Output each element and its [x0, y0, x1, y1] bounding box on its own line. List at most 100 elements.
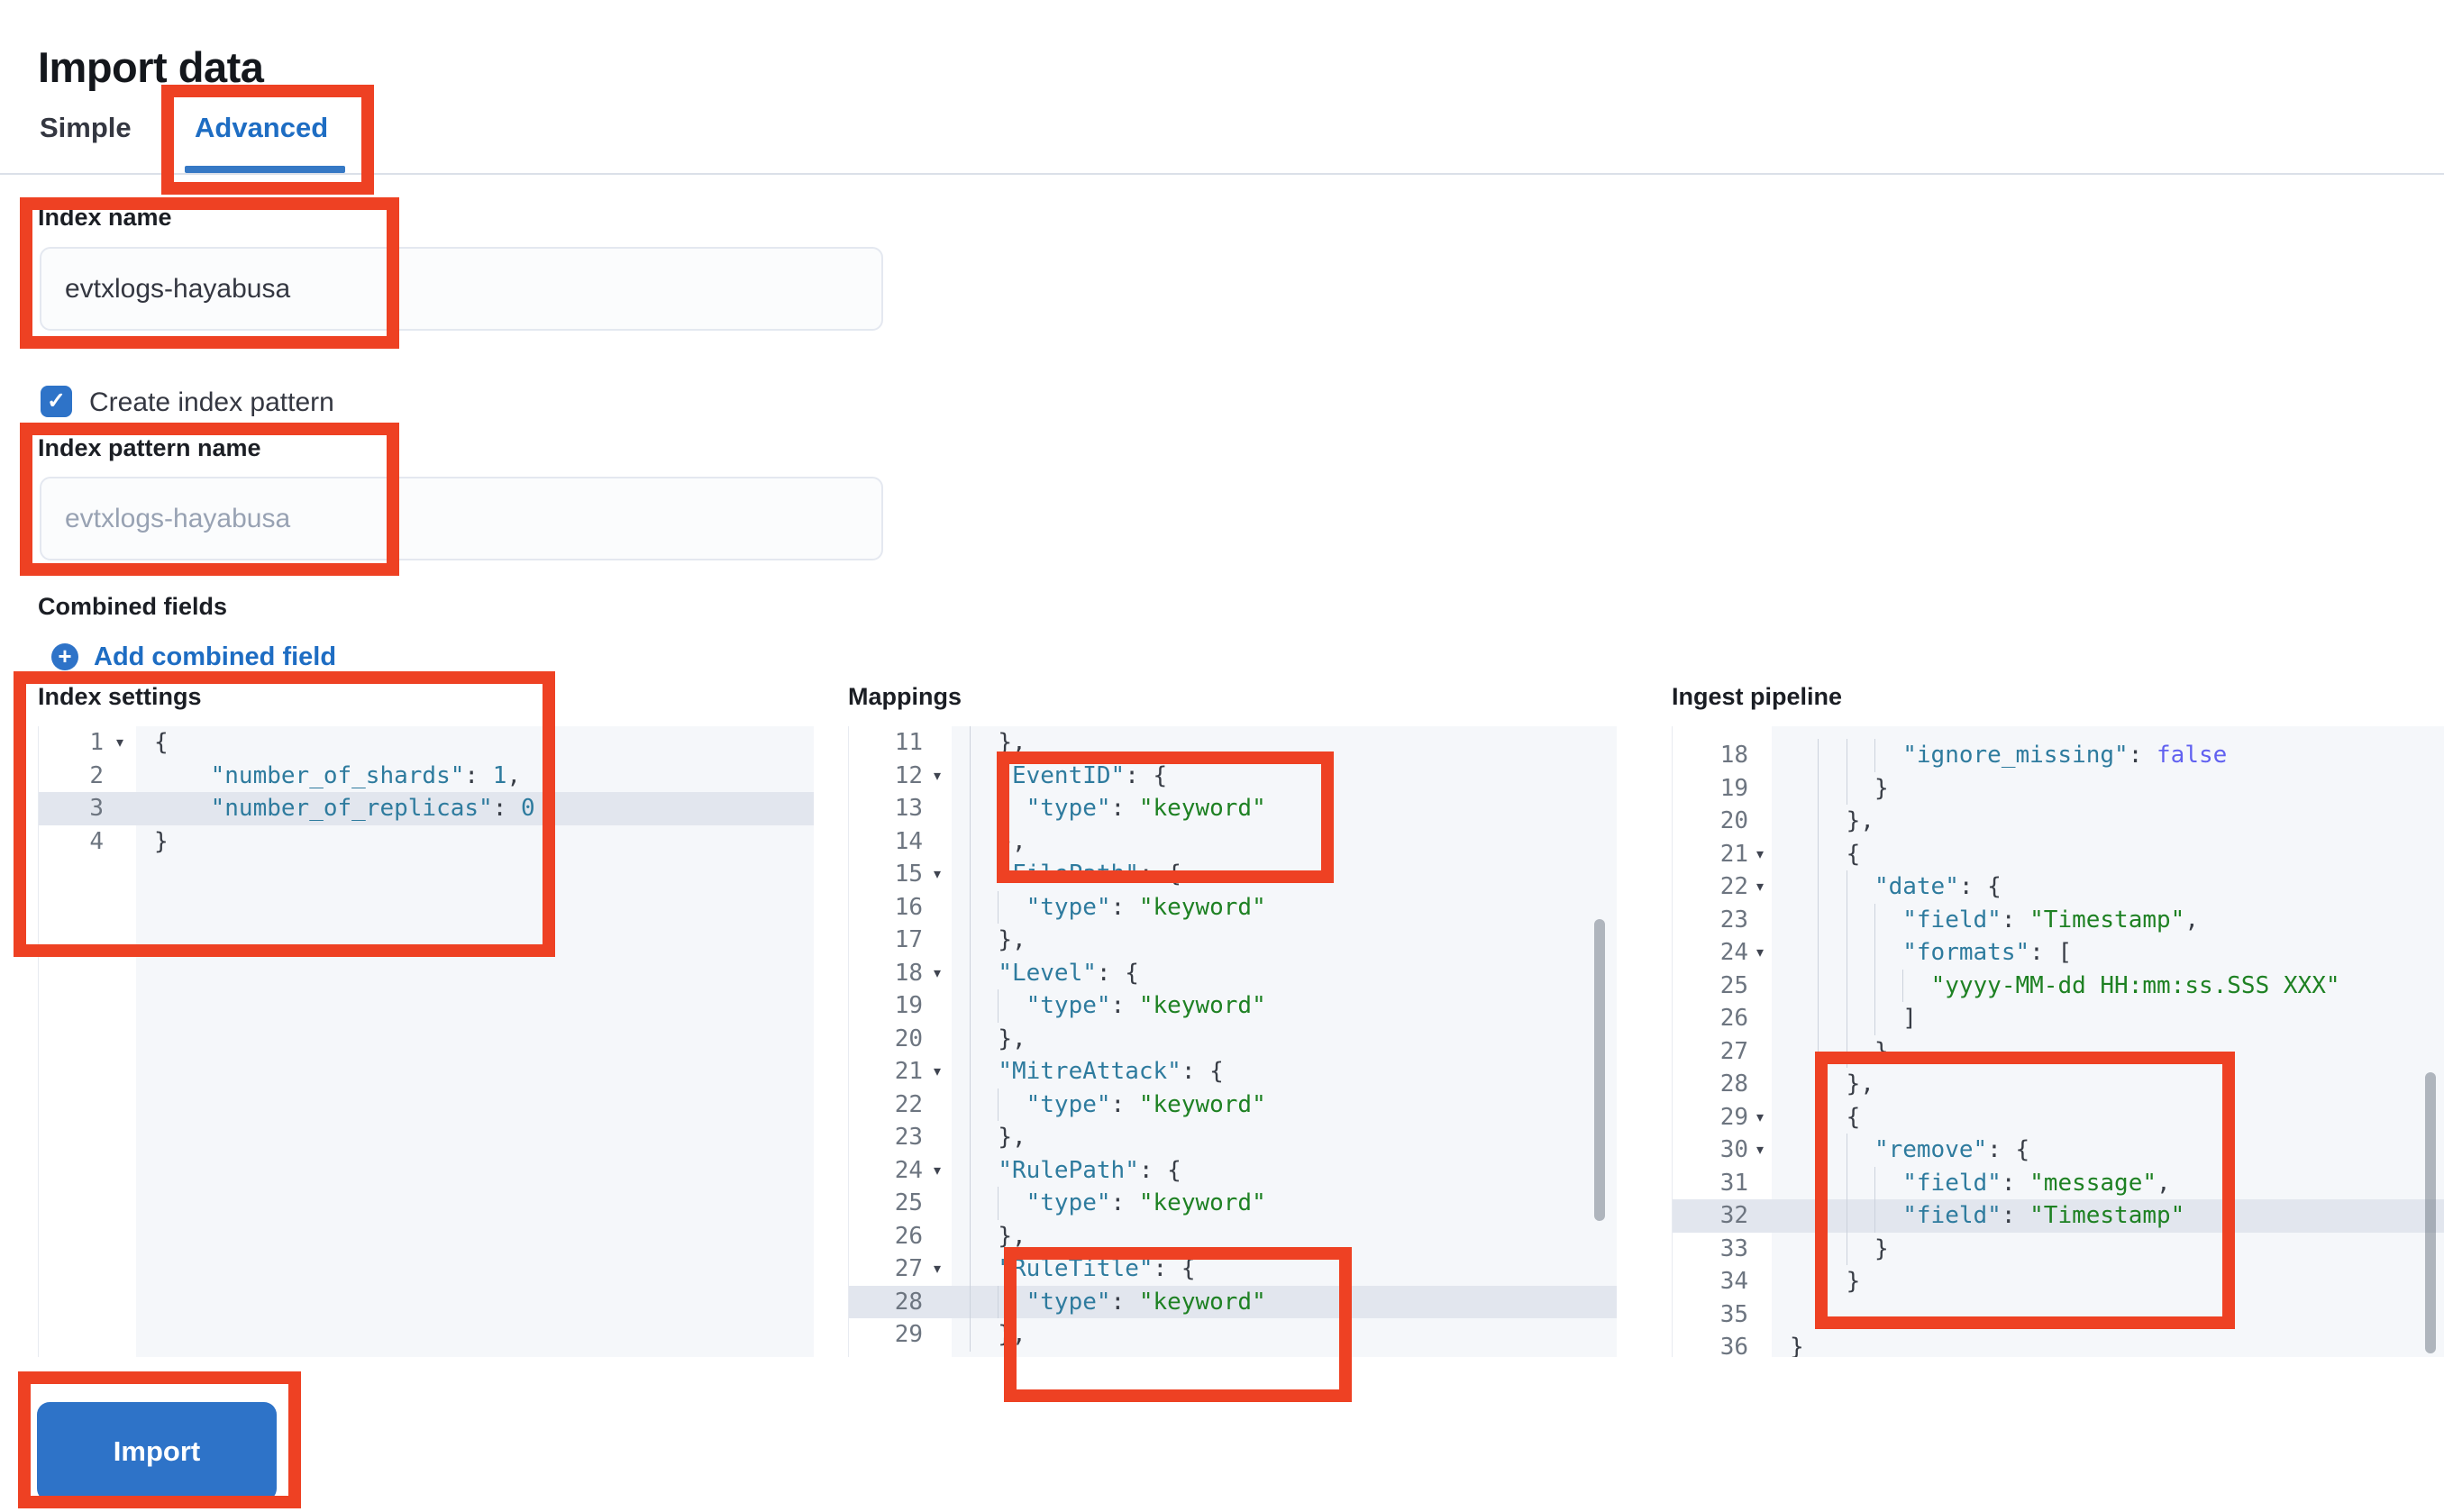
code-line-20[interactable]: 20 }, [849, 1022, 1617, 1055]
line-number: 24 [894, 1156, 923, 1184]
chevron-down-icon[interactable]: ▾ [933, 768, 942, 784]
line-number: 20 [1719, 807, 1748, 834]
code-line-19[interactable]: 19 "type": "keyword" [849, 989, 1617, 1023]
code-line-33[interactable]: 33 } [1673, 1232, 2444, 1265]
code-line-21[interactable]: 21▾ "MitreAttack": { [849, 1055, 1617, 1088]
code-line-17[interactable]: 17 }, [849, 924, 1617, 957]
code-line-23[interactable]: 23 }, [849, 1121, 1617, 1154]
code-line-4[interactable]: 4} [39, 825, 814, 859]
line-number: 15 [894, 861, 923, 888]
code-line-32[interactable]: 32 "field": "Timestamp" [1673, 1199, 2444, 1233]
indent-guide [970, 924, 971, 957]
code-line-1[interactable]: 1▾{ [39, 726, 814, 760]
line-number: 31 [1719, 1169, 1748, 1197]
chevron-down-icon[interactable]: ▾ [933, 867, 942, 882]
ingest-pipeline-scrollbar-thumb[interactable] [2425, 1072, 2436, 1353]
chevron-down-icon[interactable]: ▾ [1755, 945, 1765, 961]
add-combined-field-link[interactable]: + Add combined field [51, 643, 336, 670]
line-number: 28 [894, 1288, 923, 1316]
line-number: 28 [1719, 1070, 1748, 1098]
fold-spacer [923, 1286, 952, 1319]
code-line-29[interactable]: 29 }, [849, 1318, 1617, 1352]
code-line-11[interactable]: 11 }, [849, 726, 1617, 760]
line-number: 4 [89, 827, 104, 855]
fold-spacer [923, 1088, 952, 1122]
code-line-34[interactable]: 34 } [1673, 1265, 2444, 1298]
code-text: }, [998, 1321, 1026, 1348]
indent-guide [1818, 1068, 1819, 1101]
code-text: "yyyy-MM-dd HH:mm:ss.SSS XXX" [1930, 971, 2340, 999]
code-line-24[interactable]: 24▾ "formats": [ [1673, 936, 2444, 970]
code-text: "FilePath": { [998, 861, 1181, 888]
code-line-27[interactable]: 27 } [1673, 1034, 2444, 1068]
code-line-27[interactable]: 27▾ "RuleTitle": { [849, 1252, 1617, 1286]
indent-guide [1818, 1166, 1819, 1199]
code-line-19[interactable]: 19 } [1673, 771, 2444, 805]
indent-guide [1874, 739, 1875, 772]
index-pattern-name-input[interactable] [40, 477, 883, 560]
fold-spacer [1748, 1265, 1772, 1298]
code-line-20[interactable]: 20 }, [1673, 805, 2444, 838]
code-line-31[interactable]: 31 "field": "message", [1673, 1166, 2444, 1199]
mappings-scrollbar-thumb[interactable] [1594, 919, 1605, 1221]
line-number: 23 [1719, 906, 1748, 934]
indent-guide [1818, 1265, 1819, 1298]
chevron-down-icon[interactable]: ▾ [1755, 1109, 1765, 1125]
chevron-down-icon[interactable]: ▾ [1755, 879, 1765, 895]
chevron-down-icon[interactable]: ▾ [933, 965, 942, 981]
index-pattern-name-label: Index pattern name [38, 434, 261, 461]
indent-guide [1902, 969, 1904, 1002]
code-line-36[interactable]: 36} [1673, 1331, 2444, 1357]
indent-guide [970, 956, 971, 989]
code-line-28[interactable]: 28 "type": "keyword" [849, 1285, 1617, 1319]
indent-guide [1818, 1232, 1819, 1265]
code-line-18[interactable]: 18▾ "Level": { [849, 956, 1617, 989]
chevron-down-icon[interactable]: ▾ [1755, 1143, 1765, 1158]
mappings-editor[interactable]: 11 },12▾ "EventID": {13 "type": "keyword… [848, 726, 1617, 1357]
import-button[interactable]: Import [37, 1402, 277, 1501]
active-tab-underline [185, 166, 345, 173]
code-line-30[interactable]: 30▾ "remove": { [1673, 1134, 2444, 1167]
chevron-down-icon[interactable]: ▾ [933, 1162, 942, 1179]
code-line-29[interactable]: 29▾ { [1673, 1100, 2444, 1134]
tab-simple[interactable]: Simple [40, 112, 132, 143]
code-line-24[interactable]: 24▾ "RulePath": { [849, 1153, 1617, 1187]
code-line-26[interactable]: 26 ] [1673, 1002, 2444, 1035]
chevron-down-icon[interactable]: ▾ [933, 1262, 942, 1277]
code-line-18[interactable]: 18 "ignore_missing": false [1673, 739, 2444, 772]
line-number: 11 [894, 729, 923, 756]
code-line-22[interactable]: 22 "type": "keyword" [849, 1088, 1617, 1122]
chevron-down-icon[interactable]: ▾ [933, 1064, 942, 1079]
index-name-label: Index name [38, 204, 172, 231]
code-line-16[interactable]: 16 "type": "keyword" [849, 890, 1617, 925]
code-line-28[interactable]: 28 }, [1673, 1068, 2444, 1101]
code-line-26[interactable]: 26 }, [849, 1219, 1617, 1252]
code-line-35[interactable]: 35 ] [1673, 1298, 2444, 1332]
code-line-21[interactable]: 21▾ { [1673, 837, 2444, 870]
index-settings-editor[interactable]: 1▾{2 "number_of_shards": 1,3 "number_of_… [38, 726, 814, 1357]
tab-advanced[interactable]: Advanced [195, 112, 329, 143]
line-number: 12 [894, 761, 923, 789]
code-line-12[interactable]: 12▾ "EventID": { [849, 759, 1617, 792]
code-text: "field": "Timestamp" [1902, 1202, 2185, 1229]
code-line-15[interactable]: 15 ▾ "FilePath": { [849, 858, 1617, 891]
create-index-pattern-label: Create index pattern [89, 387, 334, 417]
indent-guide [998, 890, 999, 924]
code-line-13[interactable]: 13 "type": "keyword" [849, 792, 1617, 825]
line-number: 29 [894, 1321, 923, 1348]
code-line-25[interactable]: 25 "yyyy-MM-dd HH:mm:ss.SSS XXX" [1673, 969, 2444, 1002]
code-line-2[interactable]: 2 "number_of_shards": 1, [39, 760, 814, 793]
indent-guide [970, 792, 971, 825]
code-line-25[interactable]: 25 "type": "keyword" [849, 1187, 1617, 1220]
code-line-22[interactable]: 22▾ "date": { [1673, 870, 2444, 904]
code-line-14[interactable]: 14 }, [849, 824, 1617, 858]
code-line-3[interactable]: 3 "number_of_replicas": 0 [39, 792, 814, 825]
chevron-down-icon[interactable]: ▾ [115, 735, 124, 751]
index-name-input[interactable] [40, 247, 883, 331]
fold-spacer [923, 891, 952, 925]
code-line-23[interactable]: 23 "field": "Timestamp", [1673, 903, 2444, 936]
create-index-pattern-checkbox[interactable]: ✓ [41, 386, 72, 417]
chevron-down-icon[interactable]: ▾ [1755, 846, 1765, 862]
fold-spacer [1748, 1298, 1772, 1332]
